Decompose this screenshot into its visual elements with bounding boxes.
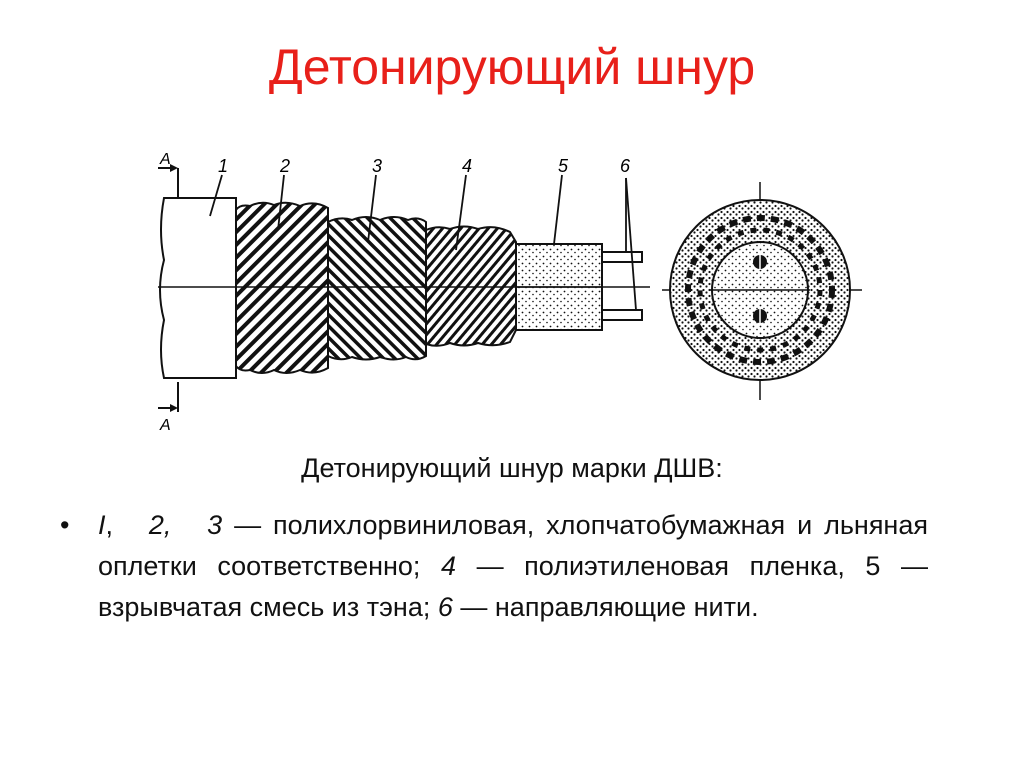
num-6: 6 — [437, 592, 453, 622]
diagram-caption: Детонирующий шнур марки ДШВ: — [301, 453, 723, 483]
section-mark-top: А — [158, 151, 179, 198]
layer-1-pvc-braid — [159, 197, 237, 379]
num-4: 4 — [441, 551, 457, 581]
label-3: 3 — [372, 156, 382, 176]
cord-diagram: А А — [150, 150, 870, 440]
guide-threads — [601, 251, 643, 321]
label-1: 1 — [218, 156, 228, 176]
slide-title: Детонирующий шнур — [268, 39, 756, 95]
bullet-dot-icon: • — [60, 510, 70, 540]
num-2: 2, — [148, 510, 172, 540]
leader-lines — [209, 174, 637, 311]
layer-2-cotton-braid — [235, 201, 329, 374]
section-mark-label-bottom: А — [159, 417, 171, 434]
legend-text-3: — направляющие нити. — [452, 592, 759, 622]
legend-text-1: — полихлорвиниловая, хлопчатобумажная и … — [98, 510, 928, 581]
cross-section — [662, 182, 862, 400]
sep-1: , — [105, 510, 114, 540]
num-3: 3 — [207, 510, 223, 540]
section-mark-bottom: А — [158, 382, 179, 434]
label-4: 4 — [462, 156, 472, 176]
section-mark-label-top: А — [159, 151, 171, 168]
label-5: 5 — [558, 156, 569, 176]
legend-text: I, 2, 3 — полихлорвиниловая, хлопчатобум… — [98, 505, 928, 628]
legend-text-2: — полиэтиленовая пленка, 5 — взрывчатая … — [98, 551, 928, 622]
layer-4-pe-film — [425, 225, 517, 347]
label-2: 2 — [279, 156, 290, 176]
layer-3-linen-braid — [327, 216, 427, 361]
label-6: 6 — [620, 156, 631, 176]
num-1: I — [98, 510, 106, 540]
